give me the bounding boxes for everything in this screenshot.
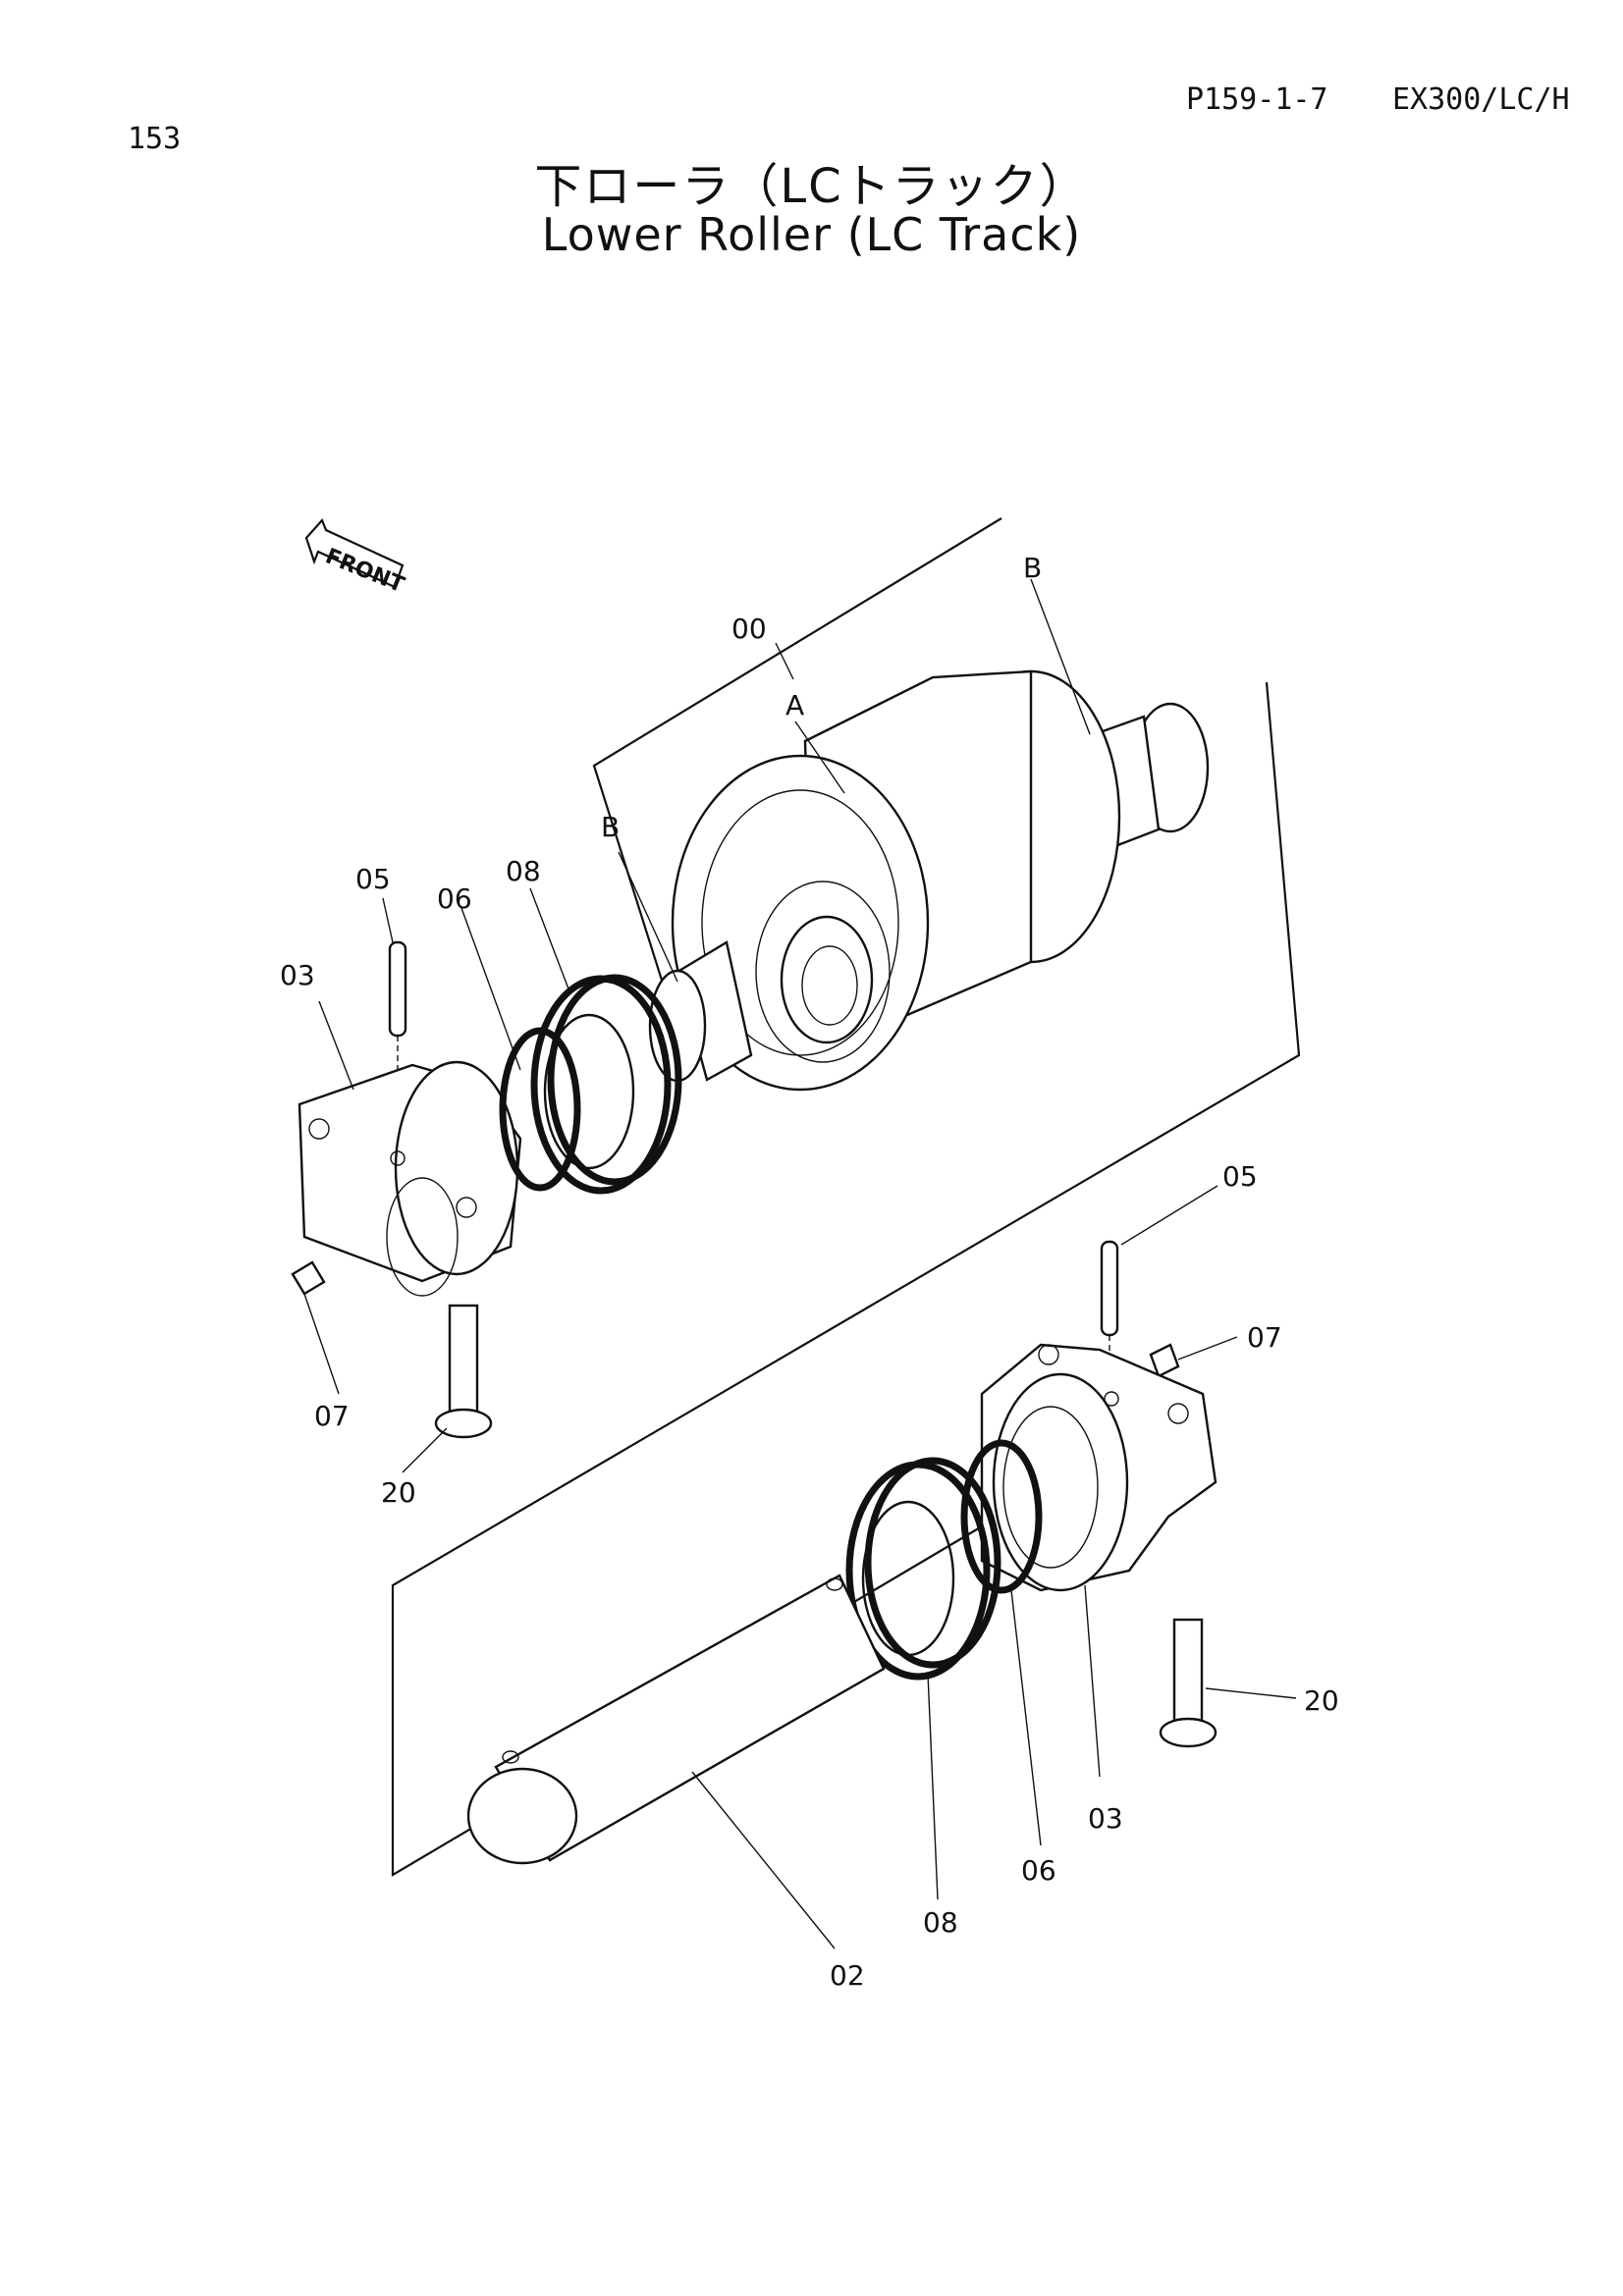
callout-07-left: 07 bbox=[314, 1400, 350, 1432]
callout-b-left: B bbox=[601, 811, 620, 843]
assembly-frame-upper bbox=[592, 517, 1002, 1046]
callout-08-left: 08 bbox=[506, 855, 541, 887]
front-arrow-icon: FRONT bbox=[304, 517, 407, 598]
title-japanese: 下ローラ（LCトラック） bbox=[534, 159, 1089, 214]
bolt-20-right bbox=[1159, 1618, 1217, 1748]
callout-05-right: 05 bbox=[1222, 1160, 1258, 1193]
callout-a: A bbox=[785, 689, 804, 721]
title-english: Lower Roller (LC Track) bbox=[541, 208, 1082, 261]
callout-06-left: 06 bbox=[437, 882, 472, 915]
callout-02: 02 bbox=[830, 1959, 865, 1992]
collar-03-left bbox=[298, 1060, 522, 1297]
callout-00: 00 bbox=[731, 613, 767, 645]
leader-lines bbox=[303, 578, 1297, 1949]
roller-body bbox=[648, 669, 1210, 1092]
callout-07-right: 07 bbox=[1247, 1321, 1282, 1354]
page-number: 153 bbox=[128, 122, 182, 156]
callout-b-top: B bbox=[1023, 552, 1042, 584]
shaft-02 bbox=[466, 1574, 886, 1865]
seal-08-right bbox=[845, 1457, 1001, 1681]
bolt-20-left bbox=[434, 1304, 493, 1439]
front-label: FRONT bbox=[322, 544, 407, 598]
callout-03-right: 03 bbox=[1088, 1802, 1123, 1835]
callout-05-left: 05 bbox=[355, 863, 391, 895]
callout-06-right: 06 bbox=[1021, 1854, 1056, 1887]
callout-20-right: 20 bbox=[1304, 1684, 1339, 1717]
collar-03-right bbox=[980, 1343, 1217, 1592]
part-code: P159-1-7 bbox=[1186, 82, 1328, 117]
seal-08-left bbox=[530, 974, 682, 1195]
callout-03-left: 03 bbox=[280, 959, 315, 991]
plug-07-right bbox=[1149, 1343, 1180, 1378]
model-code: EX300/LC/H bbox=[1392, 82, 1570, 117]
callout-20-left: 20 bbox=[381, 1476, 416, 1509]
plug-07-left bbox=[291, 1260, 326, 1296]
o-ring-06-right bbox=[960, 1439, 1043, 1594]
callout-08-right: 08 bbox=[923, 1906, 958, 1939]
